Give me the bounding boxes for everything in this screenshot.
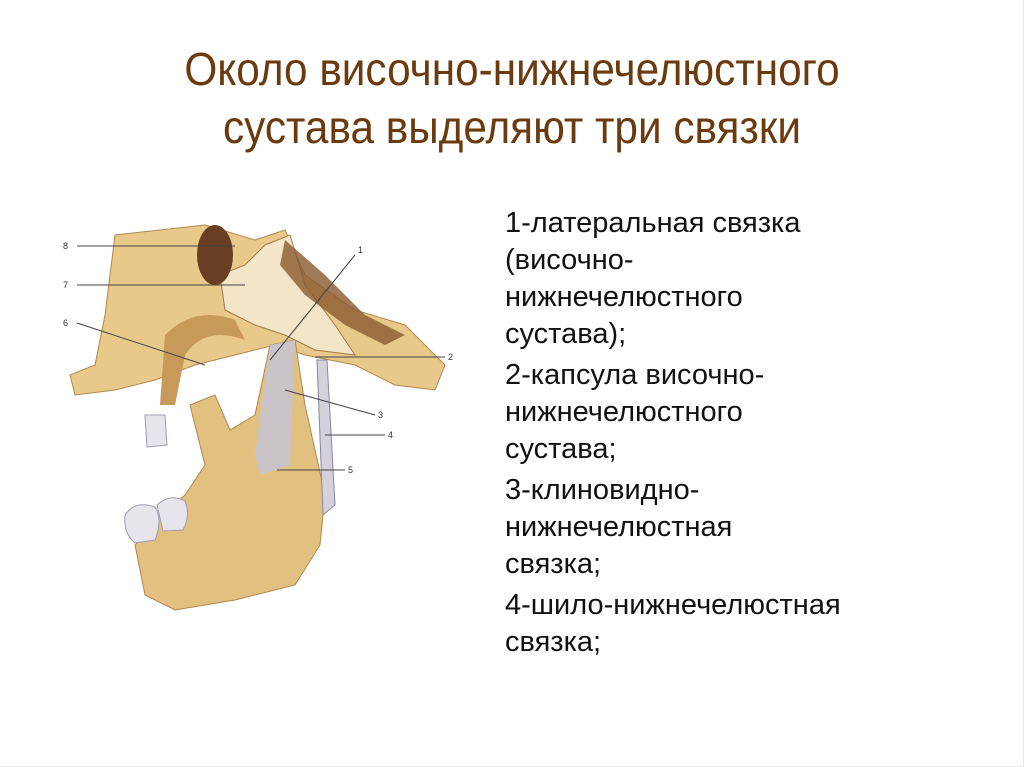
list-item: 2-капсула височно- нижнечелюстного суста…: [505, 357, 1005, 468]
list-item-line: 3-клиновидно-: [505, 474, 700, 506]
svg-text:2: 2: [448, 352, 453, 362]
list-item-line: нижнечелюстного: [505, 281, 743, 313]
svg-text:7: 7: [63, 280, 68, 290]
ligaments-list: 1-латеральная связка (височно- нижнечелю…: [505, 205, 1005, 661]
list-item-line: нижнечелюстная: [505, 511, 733, 543]
tmj-ligaments-illustration: 8 7 6 1 2 3 4 5: [55, 215, 470, 630]
svg-text:8: 8: [63, 241, 68, 251]
svg-text:5: 5: [348, 465, 353, 475]
list-item-line: (височно-: [505, 244, 634, 276]
list-item-line: 2-капсула височно-: [505, 359, 765, 391]
list-item: 4-шило-нижнечелюстная связка;: [505, 587, 1005, 661]
svg-text:4: 4: [388, 430, 393, 440]
svg-text:6: 6: [63, 318, 68, 328]
list-item-line: 4-шило-нижнечелюстная: [505, 589, 841, 621]
svg-text:1: 1: [358, 245, 363, 255]
title-line-2: сустава выделяют три связки: [222, 101, 801, 153]
list-item-line: сустава;: [505, 433, 617, 465]
list-item-line: нижнечелюстного: [505, 396, 743, 428]
list-item-line: связка;: [505, 626, 602, 658]
list-item-line: сустава);: [505, 318, 627, 350]
title-line-1: Около височно-нижнечелюстного: [184, 43, 840, 95]
list-item: 3-клиновидно- нижнечелюстная связка;: [505, 472, 1005, 583]
list-item: 1-латеральная связка (височно- нижнечелю…: [505, 205, 1005, 353]
svg-text:3: 3: [378, 410, 383, 420]
slide-title: Около височно-нижнечелюстного сустава вы…: [78, 40, 946, 156]
list-item-line: 1-латеральная связка: [505, 207, 801, 239]
list-item-line: связка;: [505, 548, 602, 580]
